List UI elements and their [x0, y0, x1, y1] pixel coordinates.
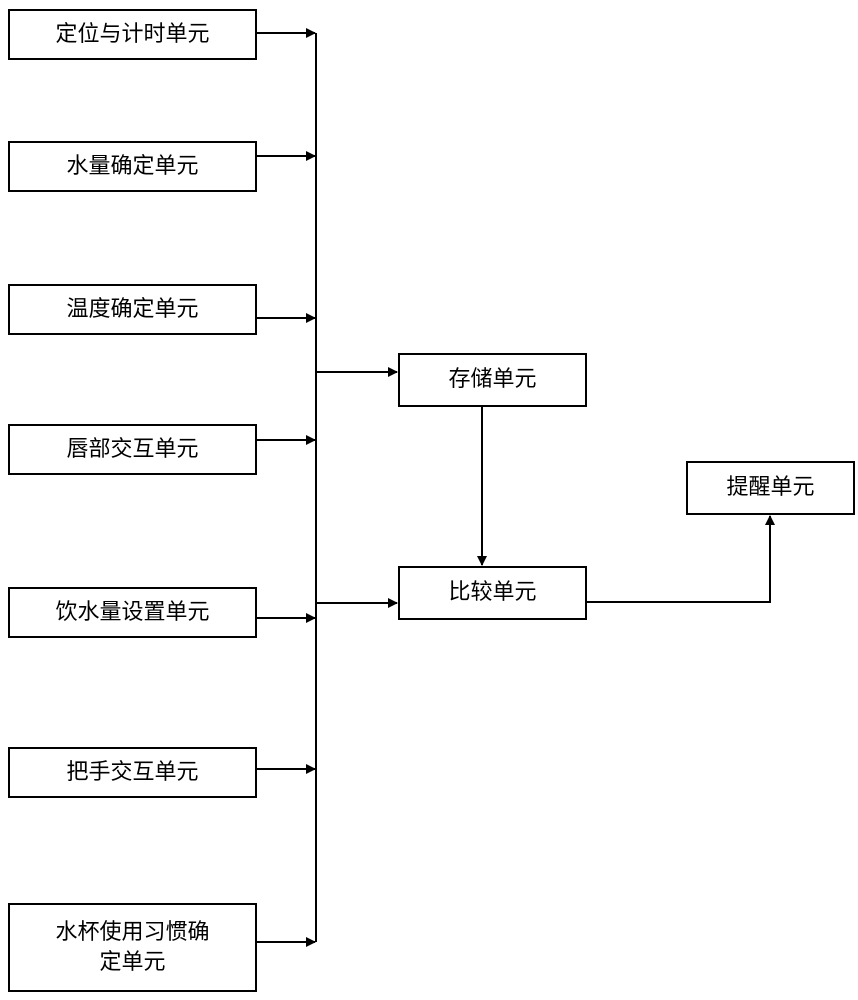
- cup-habit-unit-label-line2: 定单元: [99, 949, 166, 975]
- cup-habit-unit: 水杯使用习惯确 定单元: [8, 903, 257, 992]
- storage-unit: 存储单元: [398, 353, 587, 407]
- temperature-unit: 温度确定单元: [8, 284, 257, 335]
- reminder-unit-label: 提醒单元: [726, 475, 815, 500]
- cup-habit-unit-label: 水杯使用习惯确 定单元: [55, 918, 209, 978]
- locate-timing-unit-label: 定位与计时单元: [55, 21, 210, 47]
- arrow-compare-to-reminder: [587, 515, 775, 603]
- cup-habit-unit-label-line1: 水杯使用习惯确: [55, 919, 210, 945]
- water-amount-unit: 水量确定单元: [8, 141, 257, 192]
- storage-unit-label: 存储单元: [448, 367, 537, 392]
- temperature-unit-label: 温度确定单元: [66, 296, 199, 322]
- handle-interaction-unit-label: 把手交互单元: [66, 759, 199, 785]
- compare-unit-label: 比较单元: [448, 580, 537, 605]
- lip-interaction-unit: 唇部交互单元: [8, 424, 257, 475]
- intake-setting-unit-label: 饮水量设置单元: [55, 599, 210, 625]
- intake-setting-unit: 饮水量设置单元: [8, 587, 257, 638]
- compare-unit: 比较单元: [398, 566, 587, 620]
- water-amount-unit-label: 水量确定单元: [66, 153, 199, 179]
- handle-interaction-unit: 把手交互单元: [8, 747, 257, 798]
- lip-interaction-unit-label: 唇部交互单元: [66, 436, 199, 462]
- reminder-unit: 提醒单元: [686, 461, 855, 515]
- locate-timing-unit: 定位与计时单元: [8, 9, 257, 60]
